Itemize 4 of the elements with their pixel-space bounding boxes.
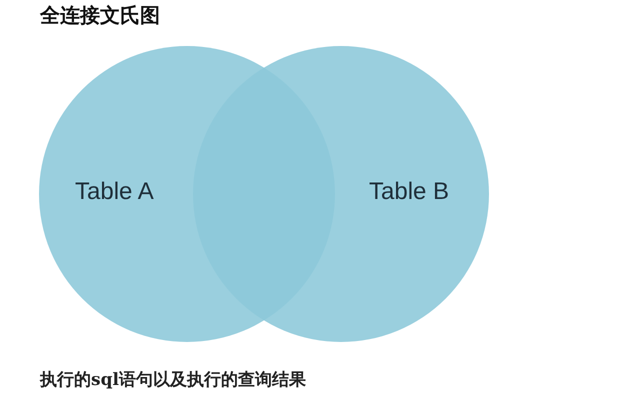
caption: 执行的sql语句以及执行的查询结果 (40, 369, 306, 391)
circle-label: Table B (369, 178, 450, 206)
title: 全连接文氏图 (40, 2, 160, 29)
circle-label: Table A (75, 178, 154, 206)
